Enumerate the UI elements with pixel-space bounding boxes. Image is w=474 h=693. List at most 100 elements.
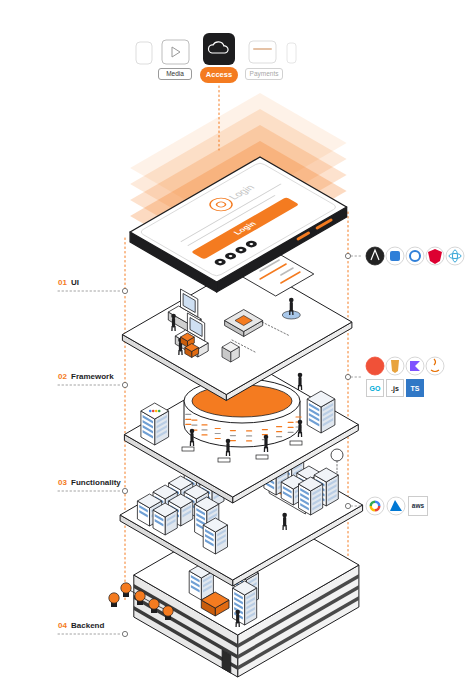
layer-platform xyxy=(122,262,352,401)
person-figure xyxy=(298,420,303,437)
code-line xyxy=(215,438,220,439)
server-slot xyxy=(300,503,309,510)
person-body xyxy=(226,444,229,451)
logo-glyph xyxy=(428,249,442,264)
person-figure xyxy=(282,513,287,530)
tech-logo: TS xyxy=(406,379,424,397)
code-line xyxy=(215,433,220,434)
node-text: TS xyxy=(411,385,420,392)
tab-label: Media xyxy=(158,68,192,80)
node-text: Payments xyxy=(250,71,279,78)
server-slot xyxy=(323,418,333,426)
person-body xyxy=(298,425,301,432)
card-glyph xyxy=(254,48,271,50)
media-icon xyxy=(162,40,189,64)
code-line xyxy=(192,420,197,421)
layer-leaders xyxy=(58,288,128,636)
layer-number: 02 xyxy=(58,373,67,381)
server-slot xyxy=(205,539,214,546)
iso-face xyxy=(169,494,193,508)
server-slot xyxy=(155,519,164,526)
logo-glyph xyxy=(370,506,376,512)
tech-logo: .js xyxy=(386,379,404,397)
server-rack xyxy=(141,403,169,445)
iso-face xyxy=(185,344,199,352)
tech-logo: GO xyxy=(366,379,384,397)
framework-logo xyxy=(446,247,464,265)
code-line xyxy=(215,428,220,429)
window-band xyxy=(238,585,359,659)
code-line xyxy=(202,434,207,435)
iso-face xyxy=(203,518,227,532)
logo-glyph xyxy=(449,254,461,259)
social-glyph xyxy=(249,243,254,246)
logo-glyph xyxy=(390,251,400,261)
social-button xyxy=(233,246,249,255)
person-figure xyxy=(190,429,195,446)
social-glyph xyxy=(218,261,223,264)
leader-dot xyxy=(122,288,127,293)
logo-glyph xyxy=(453,250,458,262)
code-line xyxy=(288,432,293,433)
monitor-screen xyxy=(190,318,202,337)
server-rack xyxy=(153,503,177,535)
server-slot xyxy=(328,494,337,501)
code-line xyxy=(230,430,235,431)
logo-glyph xyxy=(371,250,379,260)
faded-tab-icon xyxy=(287,43,296,63)
logo-glyph xyxy=(410,361,420,371)
logo-glyph xyxy=(390,500,402,511)
language-logo xyxy=(406,357,424,375)
card-line xyxy=(281,268,293,275)
card-line xyxy=(260,264,286,279)
iso-face xyxy=(222,342,239,352)
iso-face xyxy=(195,497,219,511)
server-slot xyxy=(183,510,192,517)
window-band xyxy=(134,595,238,659)
leader-line xyxy=(351,256,363,257)
code-line xyxy=(202,429,207,430)
orange-node-ball xyxy=(135,591,145,601)
language-logo xyxy=(426,357,444,375)
tab-label: Payments xyxy=(245,68,283,80)
code-line xyxy=(262,429,267,430)
phone xyxy=(130,157,347,292)
person-legs xyxy=(298,432,301,437)
person-legs xyxy=(236,622,239,627)
robot-unit xyxy=(222,342,239,362)
social-button xyxy=(244,240,260,249)
cloud-logo xyxy=(366,497,384,515)
tech-logos xyxy=(345,247,464,515)
person-figure xyxy=(171,314,176,331)
person-legs xyxy=(172,326,175,331)
card-line xyxy=(281,272,300,283)
desk xyxy=(218,458,230,462)
faded-tab-icon xyxy=(136,42,152,64)
node-text: .js xyxy=(391,385,399,392)
iso-face xyxy=(299,477,323,491)
orange-node-ball xyxy=(163,606,173,616)
phone-screen xyxy=(139,162,338,277)
leader-dot xyxy=(345,253,350,258)
code-line xyxy=(230,435,235,436)
circuit-wire xyxy=(232,340,255,352)
glow-box xyxy=(201,592,229,616)
code-line xyxy=(288,422,293,423)
cloud-dot xyxy=(158,410,161,413)
code-line xyxy=(277,431,282,432)
code-line xyxy=(186,419,191,420)
code-line xyxy=(247,440,252,441)
code-line xyxy=(202,424,207,425)
person-legs xyxy=(283,525,286,530)
screen-frame xyxy=(139,162,338,277)
node-text: aws xyxy=(412,503,424,510)
layer-name: Backend xyxy=(71,622,104,630)
server-slot xyxy=(246,612,255,619)
person-figure xyxy=(226,439,231,456)
side-button xyxy=(317,220,331,228)
social-glyph xyxy=(228,255,233,258)
orange-node-ball xyxy=(109,593,119,603)
person-body xyxy=(236,615,239,622)
cloud-icon xyxy=(331,449,343,461)
leader-line xyxy=(58,634,121,635)
